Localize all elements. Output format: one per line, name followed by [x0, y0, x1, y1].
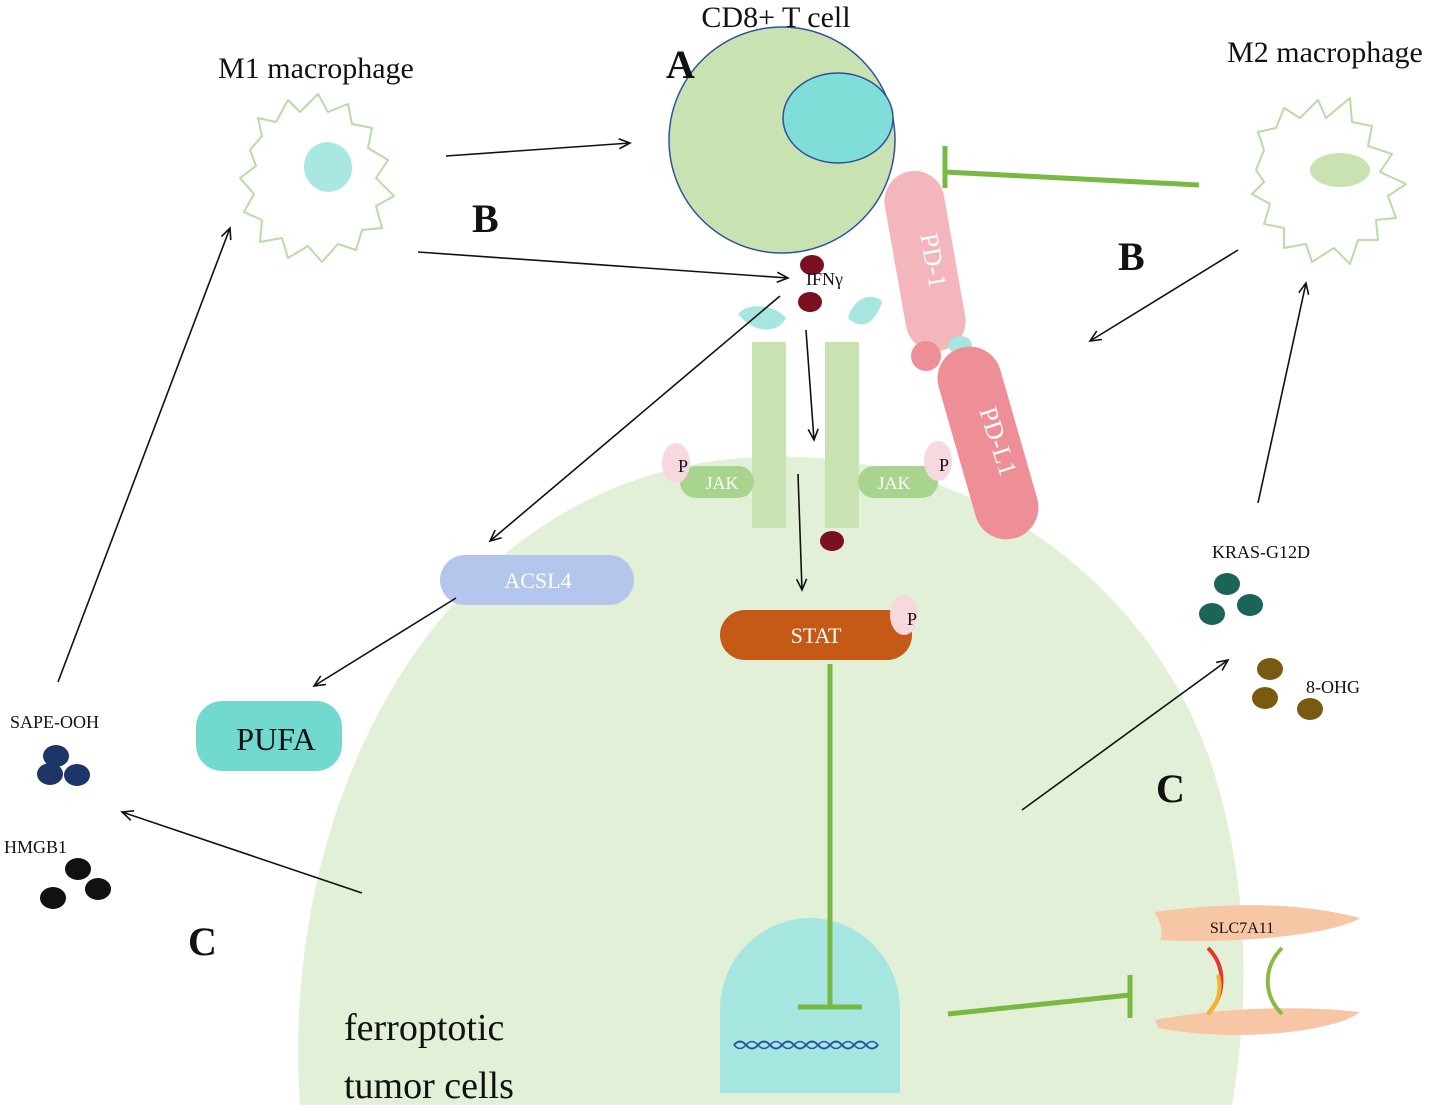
arrow-tumor-to-hmgb1 — [120, 809, 363, 894]
pufa-label: PUFA — [236, 721, 315, 757]
slc7a11-channel-right — [1265, 946, 1284, 1016]
m2-nucleus — [1310, 153, 1370, 187]
arrow-ifng-to-acsl4 — [488, 295, 781, 543]
panel-label-a: A — [666, 42, 695, 87]
sape-label: SAPE-OOH — [10, 712, 99, 732]
receptor-chain-right — [825, 342, 859, 528]
tumor-label-line2: tumor cells — [344, 1065, 514, 1107]
jak-left-phospho-label: P — [678, 456, 688, 476]
ohg-label: 8-OHG — [1306, 677, 1360, 697]
jak-left-label: JAK — [705, 473, 738, 493]
pufa-box: PUFA — [196, 701, 342, 771]
slc7a11-transporter: SLC7A11 — [1154, 905, 1360, 1036]
slc7a11-label: SLC7A11 — [1210, 920, 1274, 937]
jak-right: JAK P — [858, 441, 952, 498]
acsl4-enzyme: ACSL4 — [440, 555, 634, 605]
sape-cluster — [37, 745, 90, 786]
m2-macrophage — [1251, 97, 1407, 265]
m1-nucleus — [303, 142, 353, 192]
arrow-m1-to-ifng — [417, 251, 790, 283]
stat-phospho-label: P — [907, 609, 917, 629]
inhibit-nucleus-to-slc7a11 — [947, 992, 1131, 1017]
m1-macrophage — [239, 93, 395, 263]
m2-macrophage-label: M2 macrophage — [1227, 36, 1423, 69]
panel-label-c-left: C — [188, 919, 217, 964]
jak-right-phospho-label: P — [939, 455, 949, 475]
arrow-kras-to-m2 — [1257, 281, 1310, 504]
panel-label-c-right: C — [1156, 766, 1185, 811]
m1-macrophage-label: M1 macrophage — [218, 52, 414, 85]
jak-right-label: JAK — [877, 473, 910, 493]
pd1-receptor: PD-1 — [884, 170, 966, 352]
ifng-molecule-1 — [800, 255, 824, 275]
kras-label: KRAS-G12D — [1212, 542, 1310, 562]
ifng-receptor — [738, 296, 882, 528]
t-cell-nucleus — [782, 72, 894, 164]
panel-label-b-left: B — [472, 196, 499, 241]
arrow-tumor-to-kras — [1021, 658, 1230, 811]
arrow-acsl4-to-pufa — [312, 597, 457, 688]
arrow-m2-to-pdl1 — [1088, 249, 1239, 343]
ohg-cluster — [1252, 658, 1323, 720]
tumor-cell — [298, 456, 1244, 1105]
inhibitions — [798, 146, 1200, 1018]
acsl4-label: ACSL4 — [504, 568, 571, 593]
kras-cluster — [1199, 573, 1263, 625]
hmgb1-cluster — [40, 858, 111, 909]
ifng-molecule-3 — [820, 531, 844, 551]
arrow-ifng-down — [805, 329, 819, 442]
arrow-m1-to-tcell — [445, 138, 632, 157]
inhibit-m2-to-tcell — [944, 169, 1200, 188]
arrow-sape-to-m1 — [57, 226, 232, 683]
jak-left: JAK P — [662, 443, 754, 498]
ifng-molecule-2 — [798, 292, 822, 312]
panel-label-b-right: B — [1118, 234, 1145, 279]
arrow-receptor-to-stat — [795, 473, 808, 592]
ifng-label: IFNγ — [806, 269, 843, 289]
arrows — [57, 138, 1310, 894]
receptor-chain-left — [752, 342, 786, 528]
stat-protein: STAT P — [720, 595, 918, 660]
tumor-label-line1: ferroptotic — [344, 1007, 504, 1049]
hmgb1-label: HMGB1 — [4, 837, 67, 857]
stat-label: STAT — [791, 623, 842, 648]
jak-right-phospho — [924, 441, 952, 481]
cd8-t-cell-label: CD8+ T cell — [701, 1, 850, 34]
stat-phospho — [890, 595, 918, 635]
cd8-t-cell — [668, 26, 896, 254]
jak-left-phospho — [662, 443, 690, 483]
